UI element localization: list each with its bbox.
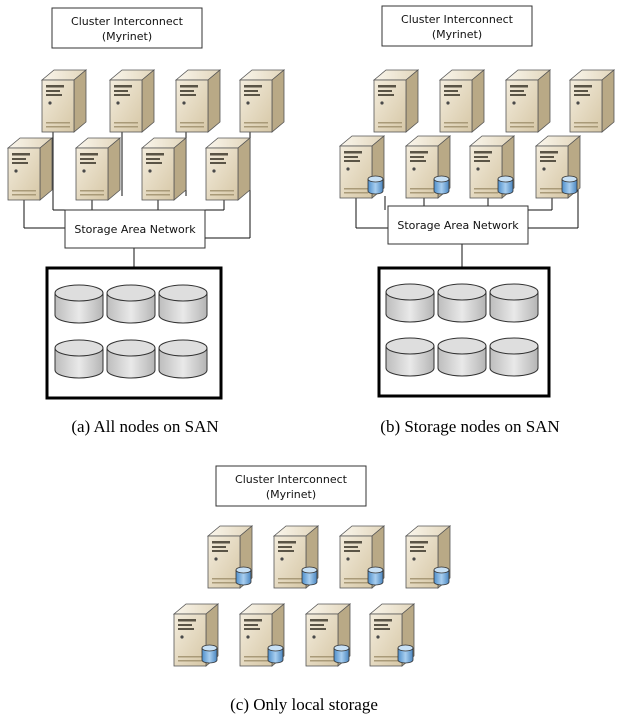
panel-b: Cluster Interconnect (Myrinet) [339,5,615,436]
caption-a: (a) All nodes on SAN [71,417,218,436]
disk-icon [385,337,435,377]
server-icon [373,69,419,133]
database-cylinder-icon [301,566,318,586]
cluster-interconnect-title-c: Cluster Interconnect [235,473,348,486]
disk-icon [158,284,208,324]
database-cylinder-icon [235,566,252,586]
cluster-interconnect-subtitle-c: (Myrinet) [266,488,316,501]
disk-icon [437,337,487,377]
cluster-interconnect-title-a: Cluster Interconnect [71,15,184,28]
disk-icon [385,283,435,323]
database-cylinder-icon [561,175,578,195]
disk-array-b [377,266,551,398]
disk-icon [489,283,539,323]
storage-area-network-box-a: Storage Area Network [64,209,206,249]
disk-array-a [45,266,223,400]
database-cylinder-icon [433,175,450,195]
database-cylinder-icon [497,175,514,195]
caption-c: (c) Only local storage [230,695,378,714]
database-cylinder-icon [397,644,414,664]
server-icon [7,137,53,201]
cluster-interconnect-box-b: Cluster Interconnect (Myrinet) [381,5,533,47]
server-icon [141,137,187,201]
cluster-interconnect-subtitle-b: (Myrinet) [432,28,482,41]
server-icon [175,69,221,133]
database-cylinder-icon [201,644,218,664]
panel-a: Cluster Interconnect (Myrinet) [7,7,285,436]
disk-icon [106,284,156,324]
server-icon [505,69,551,133]
storage-area-network-box-b: Storage Area Network [387,205,529,245]
server-icon [569,69,615,133]
server-icon [75,137,121,201]
server-icon [41,69,87,133]
disk-icon [158,339,208,379]
database-cylinder-icon [433,566,450,586]
caption-b: (b) Storage nodes on SAN [380,417,559,436]
disk-icon [54,284,104,324]
database-cylinder-icon [367,566,384,586]
server-icon [109,69,155,133]
server-icon [239,69,285,133]
cluster-interconnect-box-c: Cluster Interconnect (Myrinet) [215,465,367,507]
cluster-interconnect-box-a: Cluster Interconnect (Myrinet) [51,7,203,49]
server-icon [205,137,251,201]
disk-icon [489,337,539,377]
cluster-interconnect-subtitle-a: (Myrinet) [102,30,152,43]
cluster-interconnect-title-b: Cluster Interconnect [401,13,514,26]
disk-icon [437,283,487,323]
database-cylinder-icon [333,644,350,664]
database-cylinder-icon [367,175,384,195]
server-icon [439,69,485,133]
database-cylinder-icon [267,644,284,664]
san-label-b: Storage Area Network [397,219,519,232]
disk-icon [106,339,156,379]
disk-icon [54,339,104,379]
san-label-a: Storage Area Network [74,223,196,236]
panel-c: Cluster Interconnect (Myrinet) (c) Only … [173,465,451,714]
